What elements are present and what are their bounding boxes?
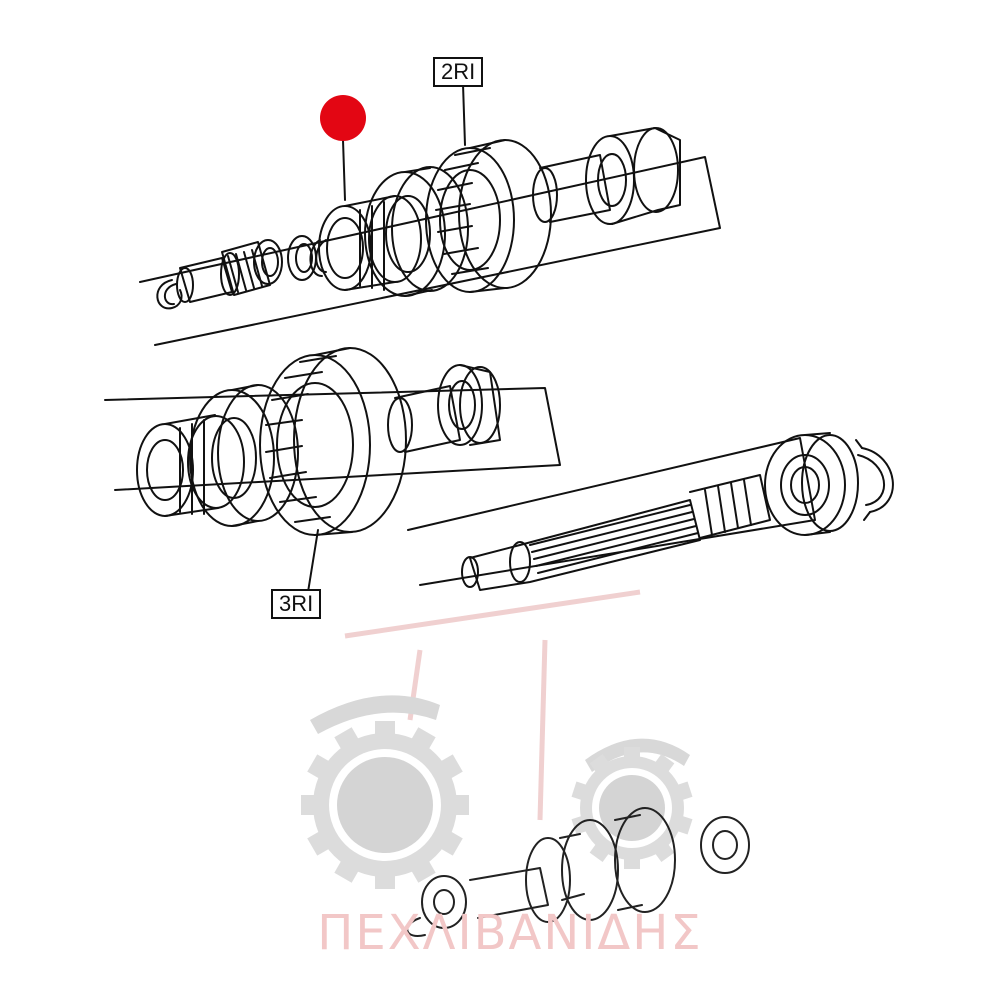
gear-tooth <box>571 781 587 801</box>
circlip-large <box>855 439 894 521</box>
watermark-fender-front <box>585 738 690 772</box>
mainshaft <box>461 474 771 591</box>
highlight-marker[interactable] <box>320 95 366 141</box>
ball-bearing-main <box>764 432 859 536</box>
gear-tooth <box>411 860 436 883</box>
gear-tooth <box>307 831 330 856</box>
label-3ri[interactable]: 3RI <box>271 589 322 619</box>
gear-tooth <box>589 753 610 773</box>
gear-tooth <box>301 795 315 815</box>
watermark-cab-right <box>537 639 548 821</box>
gear-tooth <box>334 860 359 883</box>
gear-tooth <box>411 727 436 750</box>
splined-hub-middle <box>136 414 245 517</box>
snap-ring-small <box>156 279 183 310</box>
watermark-text: ΠΕΧΛΙΒΑΝΙΔΗΣ <box>317 905 703 961</box>
gear-2ri <box>425 139 552 293</box>
shaft-collar-top <box>532 154 611 223</box>
shaft-collar-middle <box>387 385 461 453</box>
gear-tooth <box>589 843 610 863</box>
gear-tooth <box>307 754 330 779</box>
thrust-washer-1 <box>253 239 283 285</box>
gear-tooth <box>624 858 640 869</box>
watermark-fender-rear <box>310 695 440 734</box>
gear-tooth <box>375 875 395 889</box>
gear-tooth <box>654 753 675 773</box>
gear-tooth <box>375 721 395 735</box>
synchro-sleeve-top <box>364 166 469 297</box>
gear-tooth <box>334 727 359 750</box>
thrust-washer-2 <box>287 235 317 281</box>
gear-tooth <box>677 815 693 835</box>
marker-leader <box>342 139 346 201</box>
splined-hub-small <box>318 195 422 291</box>
watermark-roof-line <box>344 589 641 639</box>
needle-bearing <box>220 241 271 296</box>
shaft-assembly-frame <box>407 437 816 586</box>
gear-tooth <box>455 795 469 815</box>
synchro-sleeve-middle <box>189 384 299 527</box>
gear-tooth <box>677 781 693 801</box>
bushing <box>176 257 233 303</box>
gear-tooth <box>440 754 463 779</box>
gear-3ri <box>259 347 407 536</box>
middle-assembly-frame <box>104 387 561 491</box>
lower-circlip <box>406 917 426 937</box>
top-assembly-frame <box>139 156 721 346</box>
gear-tooth <box>624 747 640 758</box>
label-3ri-leader <box>307 529 319 593</box>
lower-gear-assembly <box>406 807 750 937</box>
gear-tooth <box>654 843 675 863</box>
label-2ri-leader <box>462 83 466 146</box>
splined-cup-middle <box>437 364 501 446</box>
splined-cup-top <box>585 127 681 225</box>
gear-tooth <box>440 831 463 856</box>
label-2ri[interactable]: 2RI <box>433 57 484 87</box>
